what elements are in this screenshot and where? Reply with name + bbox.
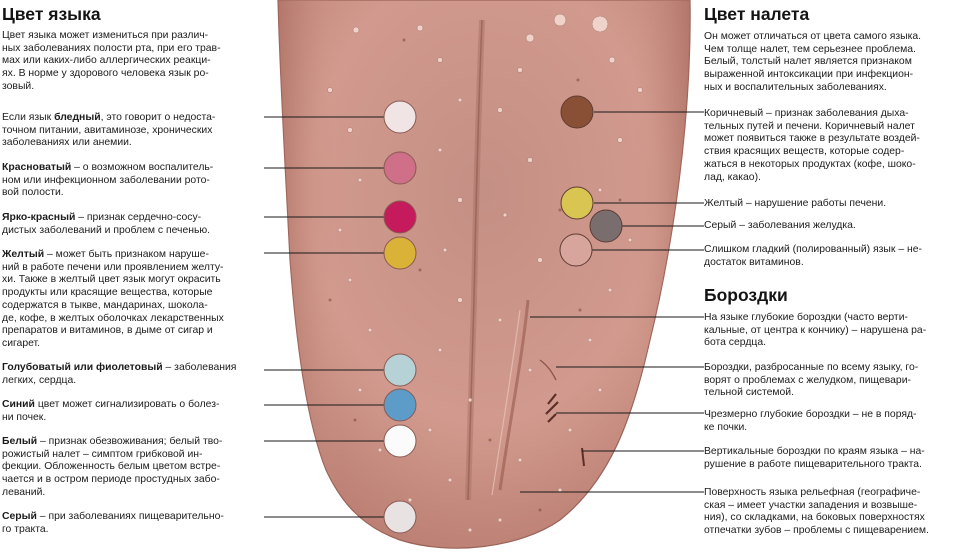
furrow-item-deep: На языке глубокие бороздки (часто верти-…	[704, 312, 927, 349]
coating-item-smooth: Слишком гладкий (полированный) язык – не…	[704, 244, 922, 268]
swatch-coating-brown	[560, 95, 594, 129]
swatch-white	[383, 424, 417, 458]
item-reddish: Красноватый – о возможном воспалитель- н…	[2, 162, 214, 199]
swatch-pale	[383, 100, 417, 134]
furrow-item-scattered: Бороздки, разбросанные по всему языку, г…	[704, 362, 919, 399]
swatch-smooth	[559, 233, 593, 267]
swatch-bluish	[383, 353, 417, 387]
left-leader-lines	[264, 116, 384, 518]
swatch-reddish	[383, 151, 417, 185]
item-bluish: Голубоватый или фиолетовый – заболевания…	[2, 362, 237, 386]
item-pale: Если язык бледный, это говорит о недоста…	[2, 112, 216, 149]
furrow-item-excessive: Чрезмерно глубокие бороздки – не в поряд…	[704, 409, 917, 433]
item-bright-red: Ярко-красный – признак сердечно-сосу- ди…	[2, 212, 211, 236]
swatch-coating-yellow	[560, 186, 594, 220]
coating-item-yellow: Желтый – нарушение работы печени.	[704, 198, 887, 209]
swatch-yellow	[383, 236, 417, 270]
item-blue: Синий цвет может сигнализировать о болез…	[2, 399, 220, 423]
swatch-coating-grey	[589, 209, 623, 243]
intro-coating: Он может отличаться от цвета самого язык…	[704, 31, 922, 93]
right-leader-lines	[520, 111, 704, 493]
furrow-item-geographic: Поверхность языка рельефная (географиче-…	[704, 487, 929, 537]
furrow-item-vertical: Вертикальные бороздки по краям языка – н…	[704, 446, 925, 470]
heading-coating-color: Цвет налета	[704, 4, 810, 24]
intro-tongue-color: Цвет языка может измениться при различ- …	[2, 30, 221, 92]
coating-item-grey: Серый – заболевания желудка.	[704, 220, 856, 231]
item-white: Белый – признак обезвоживания; белый тво…	[2, 436, 223, 498]
deep-furrow	[498, 299, 530, 491]
tongue-svg	[264, 0, 704, 549]
papillae	[327, 13, 643, 533]
swatch-grey	[383, 500, 417, 534]
item-yellow: Желтый – может быть признаком наруше- ни…	[2, 249, 224, 349]
swatch-bright-red	[383, 200, 417, 234]
swatch-blue	[383, 388, 417, 422]
tongue-illustration	[264, 0, 704, 554]
heading-tongue-color: Цвет языка	[2, 4, 101, 24]
item-grey: Серый – при заболеваниях пищеварительно-…	[2, 511, 224, 535]
coating-item-brown: Коричневый – признак заболевания дыха- т…	[704, 108, 920, 183]
heading-furrows: Бороздки	[704, 285, 788, 305]
